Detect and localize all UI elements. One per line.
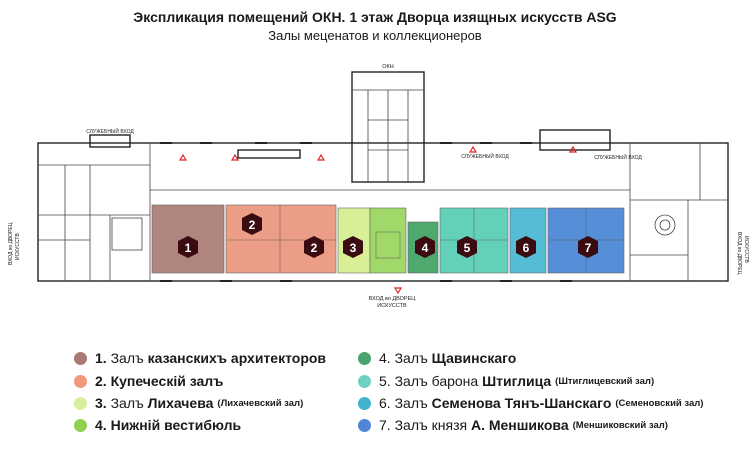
- legend-swatch-icon: [358, 396, 371, 410]
- legend-swatch-icon: [74, 351, 87, 365]
- hall-vestibule[interactable]: [369, 207, 407, 274]
- legend-swatch-icon: [74, 396, 87, 410]
- hall-marker: 2: [242, 213, 262, 235]
- svg-text:7: 7: [585, 241, 592, 255]
- hall-marker: 7: [578, 236, 598, 258]
- legend-swatch-icon: [74, 418, 87, 432]
- legend-item-6: 5. Залъ барона Штиглица(Штиглицевский за…: [358, 373, 654, 389]
- legend-item-8: 7. Залъ князя А. Меншикова(Меншиковский …: [358, 417, 668, 433]
- svg-text:2: 2: [311, 241, 318, 255]
- entrance-left-label-1: ВХОД во ДВОРЕЦ: [8, 222, 14, 265]
- legend: 1. Залъ казанскихъ архитекторов 2. Купеч…: [0, 350, 750, 470]
- hall-marker: 5: [457, 236, 477, 258]
- legend-item-4: 4. Нижнiй вестибюль: [74, 417, 241, 433]
- hall-marker: 1: [178, 236, 198, 258]
- okn-label: ОКН: [382, 64, 393, 70]
- floor-plan: 1 2 2 3 4 5 6 7 ОКН: [8, 64, 749, 309]
- legend-swatch-icon: [358, 374, 371, 388]
- hall-marker: 2: [304, 236, 324, 258]
- service-entrance-mid-label: СЛУЖЕБНЫЙ ВХОД: [461, 152, 509, 160]
- legend-item-3: 3. Залъ Лихачева(Лихачевский зал): [74, 395, 303, 411]
- hall-marker: 3: [343, 236, 363, 258]
- legend-item-1: 1. Залъ казанскихъ архитекторов: [74, 350, 326, 366]
- entrance-right-label-2: ИСКУССТВ: [743, 236, 749, 263]
- hall-marker: 4: [415, 236, 435, 258]
- legend-item-2: 2. Купеческiй залъ: [74, 373, 223, 389]
- legend-item-5: 4. Залъ Щавинскаго: [358, 350, 516, 366]
- legend-item-7: 6. Залъ Семенова Тянъ-Шанскаго(Семеновск…: [358, 395, 703, 411]
- svg-text:1: 1: [185, 241, 192, 255]
- legend-swatch-icon: [358, 351, 371, 365]
- svg-text:3: 3: [350, 241, 357, 255]
- hall-markers: 1 2 2 3 4 5 6 7: [178, 213, 598, 258]
- page-title: Экспликация помещений ОКН. 1 этаж Дворца…: [133, 9, 617, 25]
- service-entrance-right-label: СЛУЖЕБНЫЙ ВХОД: [594, 153, 642, 161]
- page-subtitle: Залы меценатов и коллекционеров: [268, 28, 482, 43]
- entrance-right-label-1: ВХОД во ДВОРЕЦ: [736, 232, 742, 275]
- svg-text:6: 6: [523, 241, 530, 255]
- hall-marker: 6: [516, 236, 536, 258]
- entrance-bottom-label-1: ВХОД во ДВОРЕЦ: [369, 296, 416, 302]
- entrance-left-label-2: ИСКУССТВ: [15, 233, 21, 260]
- svg-text:4: 4: [422, 241, 429, 255]
- svg-text:5: 5: [464, 241, 471, 255]
- legend-swatch-icon: [358, 418, 371, 432]
- legend-swatch-icon: [74, 374, 87, 388]
- entrance-bottom-label-2: ИСКУССТВ: [377, 303, 407, 309]
- service-entrance-left-label: СЛУЖЕБНЫЙ ВХОД: [86, 127, 134, 135]
- svg-text:2: 2: [249, 218, 256, 232]
